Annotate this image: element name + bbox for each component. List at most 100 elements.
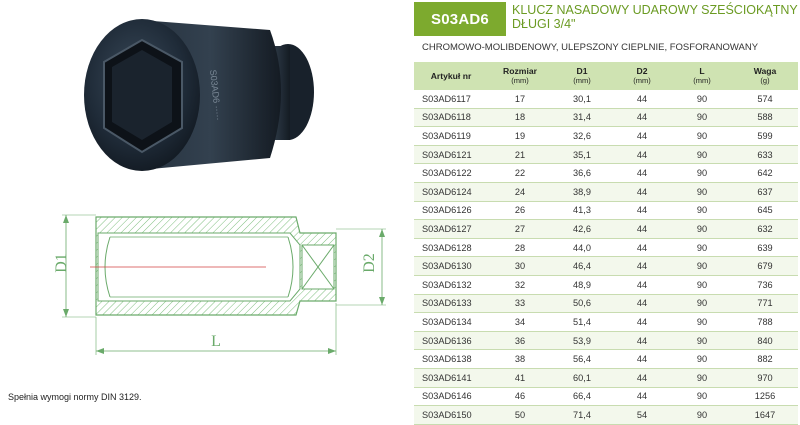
cell-d1: 53,9 xyxy=(552,331,612,351)
cell-l: 90 xyxy=(672,108,732,128)
cell-size: 34 xyxy=(488,312,552,332)
cell-d2: 44 xyxy=(612,182,672,202)
cell-size: 17 xyxy=(488,90,552,109)
cell-article: S03AD6141 xyxy=(414,368,488,388)
cell-d2: 44 xyxy=(612,368,672,388)
cell-article: S03AD6119 xyxy=(414,126,488,146)
left-panel: S03AD6 ····· D1 xyxy=(0,0,410,414)
product-subtitle: CHROMOWO-MOLIBDENOWY, ULEPSZONY CIEPLNIE… xyxy=(422,42,759,53)
socket-photo: S03AD6 ····· xyxy=(84,19,314,171)
cell-article: S03AD6130 xyxy=(414,256,488,276)
cell-d1: 36,6 xyxy=(552,163,612,183)
cell-size: 38 xyxy=(488,349,552,369)
cell-size: 19 xyxy=(488,126,552,146)
cell-d1: 51,4 xyxy=(552,312,612,332)
label-d1: D1 xyxy=(53,253,70,273)
header-l: L(mm) xyxy=(672,62,732,90)
cell-weight: 771 xyxy=(732,294,798,314)
cell-article: S03AD6133 xyxy=(414,294,488,314)
cell-weight: 736 xyxy=(732,275,798,295)
header-weight: Waga(g) xyxy=(732,62,798,90)
cell-weight: 788 xyxy=(732,312,798,332)
cell-l: 90 xyxy=(672,331,732,351)
cell-article: S03AD6128 xyxy=(414,238,488,258)
cell-d2: 44 xyxy=(612,387,672,407)
cell-article: S03AD6138 xyxy=(414,349,488,369)
cell-article: S03AD6134 xyxy=(414,312,488,332)
din-note: Spełnia wymogi normy DIN 3129. xyxy=(8,392,142,402)
cell-d2: 54 xyxy=(612,405,672,425)
cell-size: 33 xyxy=(488,294,552,314)
cell-l: 90 xyxy=(672,387,732,407)
cell-article: S03AD6132 xyxy=(414,275,488,295)
cell-size: 27 xyxy=(488,219,552,239)
technical-drawing: D1 D2 L xyxy=(53,214,386,355)
header-article: Artykuł nr xyxy=(414,62,488,90)
cell-d1: 71,4 xyxy=(552,405,612,425)
cell-d1: 56,4 xyxy=(552,349,612,369)
cell-d1: 30,1 xyxy=(552,90,612,109)
cell-d2: 44 xyxy=(612,238,672,258)
table-header-row: Artykuł nr Rozmiar(mm) D1(mm) D2(mm) L(m… xyxy=(414,62,798,90)
cell-d1: 42,6 xyxy=(552,219,612,239)
cell-d2: 44 xyxy=(612,163,672,183)
cell-weight: 679 xyxy=(732,256,798,276)
cell-d1: 60,1 xyxy=(552,368,612,388)
cell-d2: 44 xyxy=(612,108,672,128)
label-l: L xyxy=(211,333,221,350)
cell-d2: 44 xyxy=(612,219,672,239)
cell-article: S03AD6118 xyxy=(414,108,488,128)
cell-l: 90 xyxy=(672,238,732,258)
cell-size: 32 xyxy=(488,275,552,295)
cell-weight: 588 xyxy=(732,108,798,128)
cell-d2: 44 xyxy=(612,90,672,109)
cell-size: 26 xyxy=(488,201,552,221)
cell-size: 21 xyxy=(488,145,552,165)
cell-l: 90 xyxy=(672,145,732,165)
cell-weight: 574 xyxy=(732,90,798,109)
header-size: Rozmiar(mm) xyxy=(488,62,552,90)
cell-l: 90 xyxy=(672,405,732,425)
cell-d1: 46,4 xyxy=(552,256,612,276)
spec-table: Artykuł nr Rozmiar(mm) D1(mm) D2(mm) L(m… xyxy=(414,62,798,425)
cell-l: 90 xyxy=(672,182,732,202)
cell-weight: 633 xyxy=(732,145,798,165)
cell-weight: 1647 xyxy=(732,405,798,425)
cell-weight: 882 xyxy=(732,349,798,369)
cell-article: S03AD6117 xyxy=(414,90,488,109)
cell-d2: 44 xyxy=(612,201,672,221)
cell-l: 90 xyxy=(672,219,732,239)
cell-l: 90 xyxy=(672,349,732,369)
cell-l: 90 xyxy=(672,294,732,314)
cell-article: S03AD6124 xyxy=(414,182,488,202)
cell-article: S03AD6127 xyxy=(414,219,488,239)
cell-size: 24 xyxy=(488,182,552,202)
cell-d2: 44 xyxy=(612,256,672,276)
cell-d2: 44 xyxy=(612,331,672,351)
cell-article: S03AD6150 xyxy=(414,405,488,425)
cell-l: 90 xyxy=(672,275,732,295)
cell-size: 22 xyxy=(488,163,552,183)
cell-d2: 44 xyxy=(612,126,672,146)
cell-l: 90 xyxy=(672,312,732,332)
cell-size: 41 xyxy=(488,368,552,388)
cell-weight: 645 xyxy=(732,201,798,221)
cell-l: 90 xyxy=(672,201,732,221)
cell-weight: 599 xyxy=(732,126,798,146)
cell-l: 90 xyxy=(672,163,732,183)
cell-d1: 48,9 xyxy=(552,275,612,295)
header-d1: D1(mm) xyxy=(552,62,612,90)
cell-weight: 637 xyxy=(732,182,798,202)
cell-weight: 970 xyxy=(732,368,798,388)
